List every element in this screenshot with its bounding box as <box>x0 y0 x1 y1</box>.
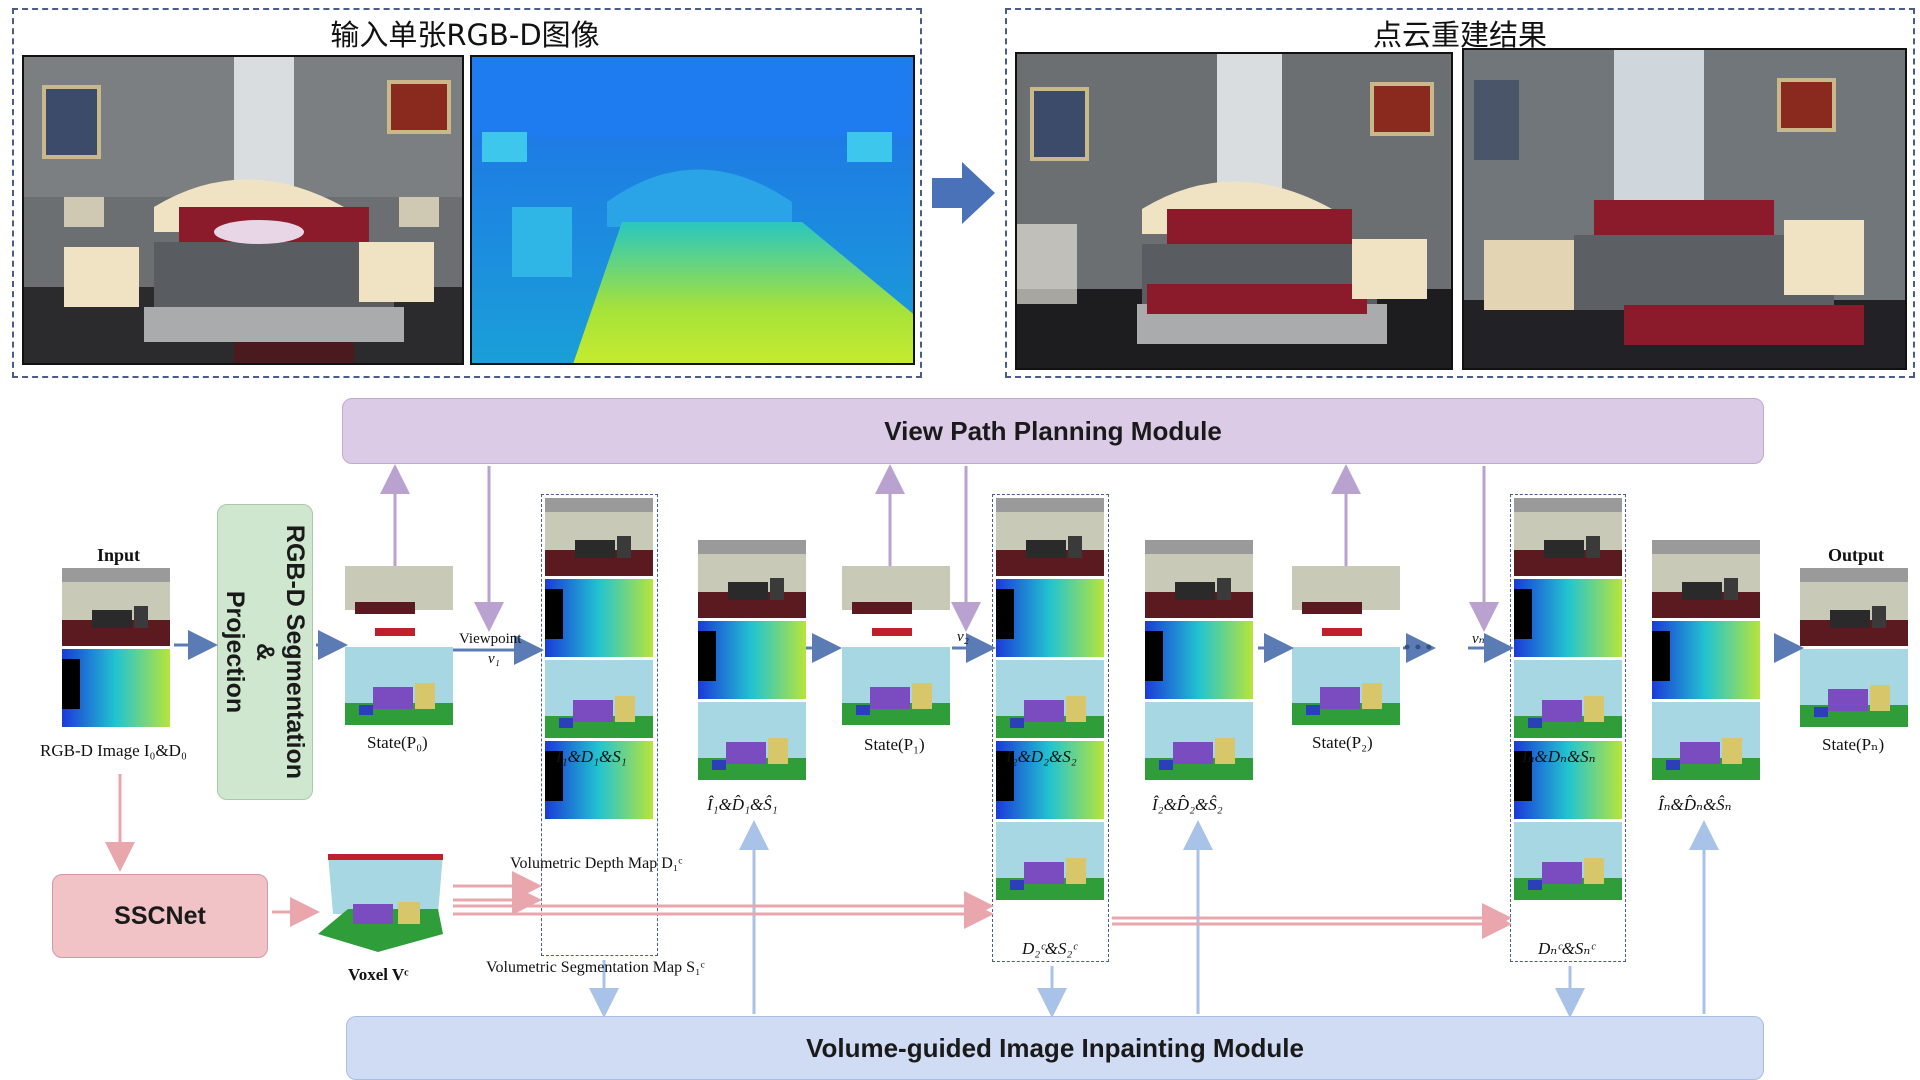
thumbnail-depth <box>1514 579 1622 657</box>
result-panel <box>1005 8 1915 378</box>
sscnet-label: SSCNet <box>114 901 206 930</box>
thumbnail-depth <box>1145 621 1253 699</box>
thumbnail-seg <box>345 647 453 725</box>
thumbnail-seg <box>1800 649 1908 727</box>
thumbnail-seg <box>1514 822 1622 900</box>
group-step2 <box>992 494 1109 962</box>
group-step1 <box>541 494 658 956</box>
thumbnail-depth <box>62 649 170 727</box>
vol-seg-label: Volumetric Segmentation Map S₁ᶜ <box>486 959 705 976</box>
thumbnail-rgb <box>62 568 170 646</box>
ellipsis: • • • <box>1404 637 1432 657</box>
segmentation-projection-module: RGB-D Segmentation & Projection <box>217 504 313 800</box>
input-panel <box>12 8 922 378</box>
voxel-grid <box>318 854 448 954</box>
inpainting-label: Volume-guided Image Inpainting Module <box>806 1032 1304 1063</box>
input-rgb-image <box>22 55 464 365</box>
voxel-label: Voxel Vᶜ <box>348 965 409 984</box>
thumbnail-rgb <box>1145 540 1253 618</box>
vol-depth-label: Volumetric Depth Map D₁ᶜ <box>510 855 683 872</box>
output-label: Output <box>1828 545 1885 565</box>
thumbnail-depth <box>1514 741 1622 819</box>
hat1-label: Î₁&D̂₁&Ŝ₁ <box>707 795 778 814</box>
input-label: Input <box>97 545 141 565</box>
thumbnail-depth <box>996 579 1104 657</box>
ids2-label: I₂&D₂&S₂ <box>1006 747 1077 766</box>
result-pointcloud-2 <box>1462 48 1907 370</box>
thumbnail-seg <box>842 647 950 725</box>
thumbnail-segred <box>842 566 950 644</box>
vn-label: vₙ <box>1472 631 1485 647</box>
idsn-label: Iₙ&Dₙ&Sₙ <box>1522 747 1596 766</box>
ids1-label: I₁&D₁&S₁ <box>556 747 627 766</box>
seg-label-line2: & <box>251 642 279 662</box>
sscnet-module: SSCNet <box>52 874 268 958</box>
state2-label: State(P₂) <box>1312 733 1373 752</box>
seg-label-line1: RGB-D Segmentation <box>281 524 309 780</box>
thumbnail-rgb <box>545 498 653 576</box>
hatn-label: Îₙ&D̂ₙ&Ŝₙ <box>1658 795 1732 814</box>
view-path-planning-module: View Path Planning Module <box>342 398 1764 464</box>
thumbnail-depth <box>698 621 806 699</box>
state0-label: State(P₀) <box>367 733 428 752</box>
thumbnail-depth <box>1652 621 1760 699</box>
view-path-planning-label: View Path Planning Module <box>884 415 1222 446</box>
thumbnail-seg <box>1652 702 1760 780</box>
thumbnail-seg <box>545 660 653 738</box>
thumbnail-rgb <box>996 498 1104 576</box>
v1-label: v₁ <box>488 651 500 667</box>
thumbnail-depth <box>545 579 653 657</box>
seg-label-line3: Projection <box>221 590 249 714</box>
v2-label: v₂ <box>957 629 969 645</box>
thumbnail-seg <box>1145 702 1253 780</box>
state1-label: State(P₁) <box>864 735 925 754</box>
rgbd-image-label: RGB-D Image I₀&D₀ <box>40 741 187 760</box>
viewpoint-label: Viewpoint <box>459 631 522 647</box>
thumbnail-seg <box>698 702 806 780</box>
thumbnail-rgb <box>1652 540 1760 618</box>
thumbnail-rgb <box>1800 568 1908 646</box>
inpainting-module: Volume-guided Image Inpainting Module <box>346 1016 1764 1080</box>
input-depth-image <box>470 55 915 365</box>
thumbnail-seg <box>1514 660 1622 738</box>
input-panel-title: 输入单张RGB-D图像 <box>330 18 600 52</box>
group-stepn <box>1510 494 1626 962</box>
thumbnail-depth <box>545 741 653 819</box>
thumbnail-seg <box>1292 647 1400 725</box>
thumbnail-segred <box>345 566 453 644</box>
thumbnail-seg <box>996 822 1104 900</box>
thumbnail-rgb <box>1514 498 1622 576</box>
hat2-label: Î₂&D̂₂&Ŝ₂ <box>1152 795 1223 814</box>
ds2-label: D₂ᶜ&S₂ᶜ <box>1022 939 1077 958</box>
staten-label: State(Pₙ) <box>1822 735 1885 754</box>
thumbnail-segred <box>1292 566 1400 644</box>
dsn-label: Dₙᶜ&Sₙᶜ <box>1538 939 1595 958</box>
thumbnail-seg <box>996 660 1104 738</box>
thumbnail-depth <box>996 741 1104 819</box>
result-panel-title: 点云重建结果 <box>1372 18 1547 52</box>
result-pointcloud-1 <box>1015 52 1453 370</box>
thumbnail-rgb <box>698 540 806 618</box>
